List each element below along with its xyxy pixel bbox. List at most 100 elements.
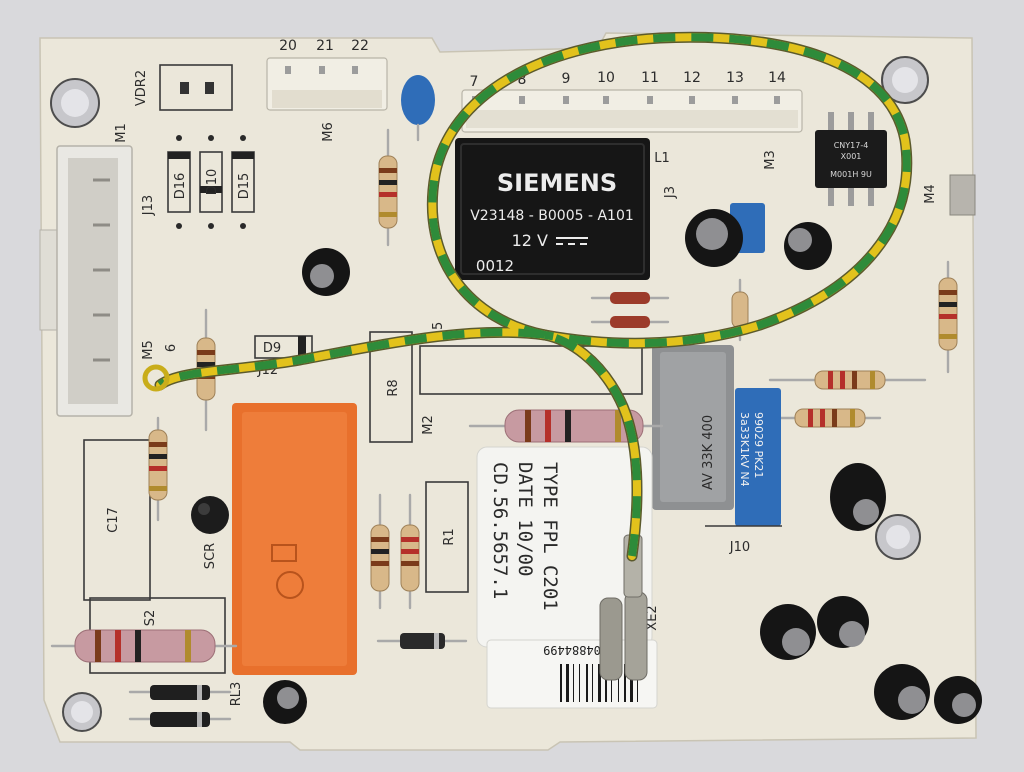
silk-pin-11: 11 [641,70,659,86]
resistor-band [820,409,825,427]
capacitor-top [952,693,976,717]
orange-relay [232,403,357,675]
pad [176,223,182,229]
pad [176,135,182,141]
diode-body [150,712,210,727]
resistor-band [149,442,167,447]
chip-marking: CNY17-4 [834,141,869,150]
silk-pin-7: 7 [470,74,479,90]
dc-symbol-icon [556,237,588,245]
chip-marking: M001H 9U [830,170,872,179]
mounting-hole [881,56,929,104]
diode-body [400,633,445,649]
silk-scr: SCR [203,543,218,569]
connector-m4 [949,174,976,216]
diode-band [434,633,439,649]
silk-vdr2: VDR2 [134,70,149,106]
diode-body [610,316,650,328]
silk-j3: J3 [663,186,678,199]
chip-body [815,130,887,188]
resistor-band [371,549,389,554]
barcode-bar [573,664,574,702]
resistor-band [371,561,389,566]
silk-s2: S2 [143,610,158,627]
silk-m1: M1 [114,123,129,143]
silk-d10: D10 [205,169,220,196]
barcode-bar [611,664,612,702]
resistor-band [401,537,419,542]
barcode-bar [630,664,633,702]
resistor-band [149,466,167,471]
resistor [768,370,927,390]
capacitor-top [788,228,812,252]
wire-ring-terminal [142,364,170,392]
silk-m4: M4 [923,184,938,204]
resistor-band [808,409,813,427]
barcode-bar [618,664,619,702]
product-label: TYPE FPL C201 DATE 10/00 CD.56.5657.1 [476,446,653,648]
rectifier-diode [128,685,232,700]
silk-m6: M6 [321,122,336,142]
terminal-body [624,591,648,681]
relay-part-number: V23148 - B0005 - A101 [470,208,634,224]
capacitor-marking: 99029 PK21 [752,412,765,478]
resistor-band [379,212,397,217]
resistor-band [149,454,167,459]
resistor-band [840,371,845,389]
vdr2-pad [180,82,189,94]
r1-outline [425,481,469,593]
mounting-hole [875,514,921,560]
connector-slot [68,158,118,404]
connector-pin [603,96,609,104]
chip-leg [848,186,854,206]
barcode-bar [592,664,593,702]
resistor-band [135,630,141,662]
capacitor-body [735,388,781,526]
barcode-bar [624,664,626,702]
c17-outline [83,439,151,601]
connector-m3 [461,89,803,133]
relay-face [242,412,347,666]
scr-body [191,496,229,534]
silk-pin-10: 10 [597,70,615,86]
resistor-band [95,630,101,662]
silk-d16: D16 [173,173,188,200]
relay-emboss [276,571,304,599]
barcode-bar [586,664,588,702]
silk-m3: M3 [763,150,778,170]
resistor-band [197,362,215,367]
resistor-band [615,410,621,442]
relay-body [455,138,650,280]
diode-body [610,292,650,304]
vdr2-pad [205,82,214,94]
resistor-body [148,429,168,501]
resistor [370,493,390,610]
resistor-band [379,180,397,185]
label-date: DATE 10/00 [514,462,536,576]
capacitor-marking: 3a33K1kV N4 [738,412,751,487]
connector-pin [689,96,695,104]
connector-pin [285,66,291,74]
chip-leg [868,186,874,206]
pad [240,223,246,229]
vdr2-outline [159,64,233,111]
silk-pin-8: 8 [518,72,527,88]
label-code: CD.56.5657.1 [489,462,511,599]
resistor-band [401,561,419,566]
silk-m5: M5 [141,340,156,360]
diode-d10-band [200,186,222,193]
connector-m1 [39,145,133,417]
scr-thyristor [191,496,229,534]
electrolytic-capacitor [830,463,886,531]
connector-pin [519,96,525,104]
crimp-terminal [599,534,648,681]
silk-pin-20: 20 [279,38,297,54]
capacitor-top [696,218,728,250]
resistor [400,493,420,610]
pad [208,135,214,141]
connector-pin [732,96,738,104]
resistor [378,128,398,247]
capacitor-top [853,499,879,525]
pad [208,223,214,229]
capacitor-top [310,264,334,288]
